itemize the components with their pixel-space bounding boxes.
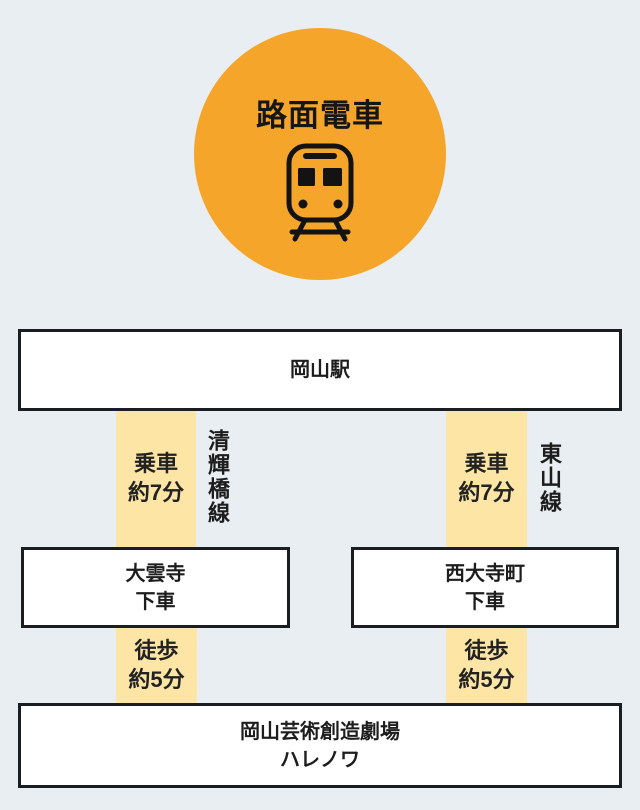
station-box-daiunji: 大雲寺 下車 [21, 547, 290, 628]
transport-badge-label: 路面電車 [256, 98, 384, 133]
walk-segment-right: 徒歩 約5分 [446, 628, 527, 703]
walk-segment-left: 徒歩 約5分 [116, 628, 197, 703]
tram-front-icon [285, 143, 355, 248]
ride-segment-seikibashi: 乗車 約7分 [116, 411, 196, 547]
line-name-higashiyama: 東山線 [537, 442, 562, 514]
station-box-saidaijicho: 西大寺町 下車 [351, 547, 619, 628]
ride-segment-higashiyama: 乗車 約7分 [446, 411, 527, 547]
destination-box: 岡山芸術創造劇場 ハレノワ [18, 703, 622, 788]
origin-station-box: 岡山駅 [18, 329, 622, 411]
transport-badge: 路面電車 [194, 28, 446, 280]
line-name-seikibashi: 清輝橋線 [205, 429, 230, 525]
